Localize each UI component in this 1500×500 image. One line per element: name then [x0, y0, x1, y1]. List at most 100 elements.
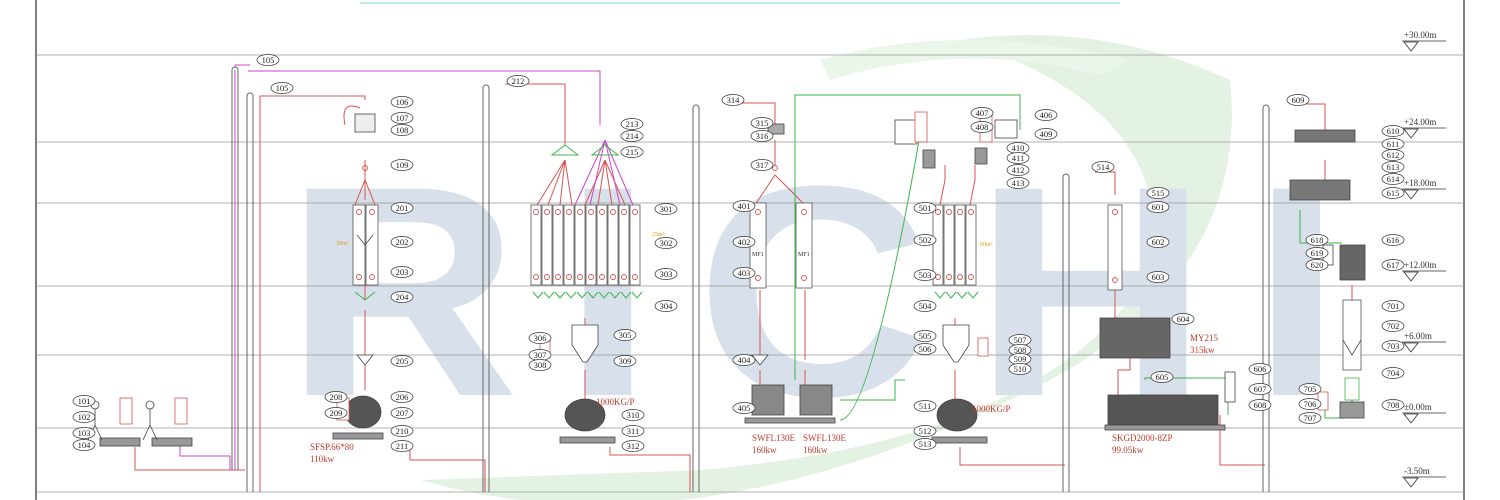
dryer-power: 99.05kw — [1112, 445, 1144, 455]
tag-number: 315 — [756, 118, 769, 128]
tag-number: 512 — [919, 426, 932, 436]
equipment-tag: 201 — [390, 202, 414, 214]
equipment-tag: 104 — [72, 439, 96, 451]
tag-oval — [913, 300, 937, 312]
tag-oval — [1248, 363, 1272, 375]
tag-number: 104 — [78, 440, 92, 450]
tag-oval — [620, 146, 644, 158]
tag-oval — [72, 411, 96, 423]
tag-number: 305 — [619, 330, 632, 340]
equipment-tag: 403 — [732, 267, 756, 279]
equipment-tag: 215 — [620, 146, 644, 158]
equipment-tag: 618 — [1305, 234, 1329, 246]
equipment-tag: 207 — [390, 407, 414, 419]
equipment-tag: 509 — [1008, 353, 1032, 365]
tag-oval — [1286, 94, 1310, 106]
tag-oval — [970, 121, 994, 133]
tag-number: 402 — [738, 237, 751, 247]
equipment-tag: 501 — [913, 202, 937, 214]
equipment-tag: 404 — [732, 354, 756, 366]
equipment-tag: 302 — [654, 237, 678, 249]
equipment-tag: 108 — [390, 124, 414, 136]
tag-oval — [390, 391, 414, 403]
tag-number: 706 — [1304, 399, 1317, 409]
grinder-power: 110kw — [310, 454, 335, 464]
tag-number: 510 — [1014, 364, 1027, 374]
equipment-tag: 306 — [528, 332, 552, 344]
equipment-tag: 305 — [613, 329, 637, 341]
bin-volume-c: 60m³ — [980, 242, 993, 248]
level-marker: ±0.00m — [1402, 402, 1446, 424]
tag-oval — [732, 200, 756, 212]
tag-number: 707 — [1304, 413, 1317, 423]
level-marker: +18.00m — [1402, 178, 1446, 200]
tag-number: 215 — [626, 147, 639, 157]
tag-oval — [1381, 367, 1405, 379]
tag-number: 604 — [1177, 314, 1191, 324]
level-marker: +6.00m — [1402, 331, 1446, 353]
equipment-tag: 603 — [1146, 271, 1170, 283]
equipment-tag: 613 — [1381, 161, 1405, 173]
tag-number: 601 — [1152, 202, 1165, 212]
tag-number: 506 — [919, 344, 932, 354]
tag-number: 511 — [919, 401, 931, 411]
tag-number: 302 — [660, 238, 673, 248]
equipment-tag: 704 — [1381, 367, 1405, 379]
dryer-model: SKGD2000-8ZP — [1112, 433, 1173, 443]
tag-number: 317 — [756, 160, 769, 170]
tag-number: 615 — [1387, 188, 1400, 198]
level-triangle-icon — [1403, 128, 1419, 139]
mf-label-2: MF1 — [798, 252, 810, 258]
tag-oval — [620, 118, 644, 130]
tag-number: 708 — [1387, 400, 1400, 410]
tag-oval — [72, 395, 96, 407]
tag-oval — [1006, 164, 1030, 176]
equipment-tag: 105 — [270, 82, 294, 94]
equipment-tag: 408 — [970, 121, 994, 133]
tag-oval — [390, 112, 414, 124]
tag-oval — [1146, 187, 1170, 199]
equipment-tag: 607 — [1248, 383, 1272, 395]
equipment-tags: 1011021031041051051061071081092012022032… — [72, 54, 1405, 452]
tag-number: 607 — [1254, 384, 1267, 394]
tag-oval — [970, 107, 994, 119]
equipment-tag: 615 — [1381, 187, 1405, 199]
tag-number: 505 — [919, 331, 932, 341]
tag-number: 413 — [1012, 178, 1025, 188]
pellet1-model: SWFL130E — [752, 433, 796, 443]
tag-number: 207 — [396, 408, 409, 418]
tag-number: 201 — [396, 203, 409, 213]
pellet1-power: 160kw — [752, 445, 777, 455]
tag-oval — [913, 234, 937, 246]
tag-number: 702 — [1387, 321, 1400, 331]
equipment-tag: 208 — [324, 391, 348, 403]
tag-number: 602 — [1152, 237, 1165, 247]
equipment-tag: 412 — [1006, 164, 1030, 176]
conveyor-lines — [179, 64, 634, 470]
tag-oval — [1305, 247, 1329, 259]
equipment-tag: 309 — [613, 355, 637, 367]
equipment-tag: 106 — [390, 96, 414, 108]
equipment-tag: 609 — [1286, 94, 1310, 106]
tag-number: 211 — [396, 441, 408, 451]
equipment-tag: 411 — [1006, 152, 1030, 164]
tag-oval — [390, 355, 414, 367]
tag-number: 105 — [262, 55, 275, 65]
tag-oval — [1381, 187, 1405, 199]
tag-number: 504 — [919, 301, 933, 311]
tag-oval — [390, 440, 414, 452]
tag-oval — [732, 402, 756, 414]
tag-number: 213 — [626, 119, 639, 129]
tag-oval — [1034, 109, 1058, 121]
equipment-tag: 705 — [1298, 383, 1322, 395]
tag-oval — [1298, 398, 1322, 410]
tag-oval — [390, 266, 414, 278]
tag-number: 310 — [627, 410, 640, 420]
equipment-tag: 602 — [1146, 236, 1170, 248]
tag-oval — [390, 236, 414, 248]
equipment-tag: 413 — [1006, 177, 1030, 189]
level-label: +6.00m — [1404, 331, 1432, 341]
tag-oval — [390, 291, 414, 303]
tag-oval — [1381, 259, 1405, 271]
